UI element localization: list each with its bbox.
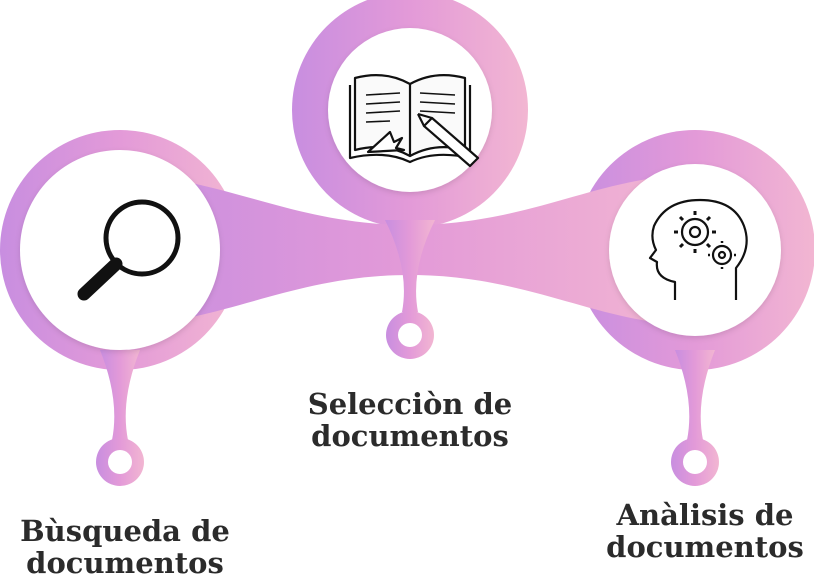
- step-3-label-line1: Anàlisis de: [616, 498, 794, 532]
- step-1-label-line1: Bùsqueda de: [20, 514, 230, 548]
- step-3-label-line2: documentos: [606, 530, 804, 565]
- open-book-pencil-icon: [348, 73, 480, 168]
- magnifying-glass-icon: [77, 199, 181, 301]
- step-2-label-line2: documentos: [311, 419, 509, 454]
- icon-circles: [20, 28, 781, 350]
- step-3-label: Anàlisis de documentos: [596, 499, 814, 564]
- pin-centers: [108, 323, 707, 474]
- step-1-label: Bùsqueda de documentos: [0, 515, 250, 580]
- step-1-label-line2: documentos: [26, 546, 224, 580]
- step-2-label-line1: Selecciòn de: [307, 387, 513, 421]
- circle-step-1: [20, 150, 220, 350]
- head-gears-icon: [648, 198, 748, 300]
- step-2-label: Selecciòn de documentos: [290, 388, 530, 453]
